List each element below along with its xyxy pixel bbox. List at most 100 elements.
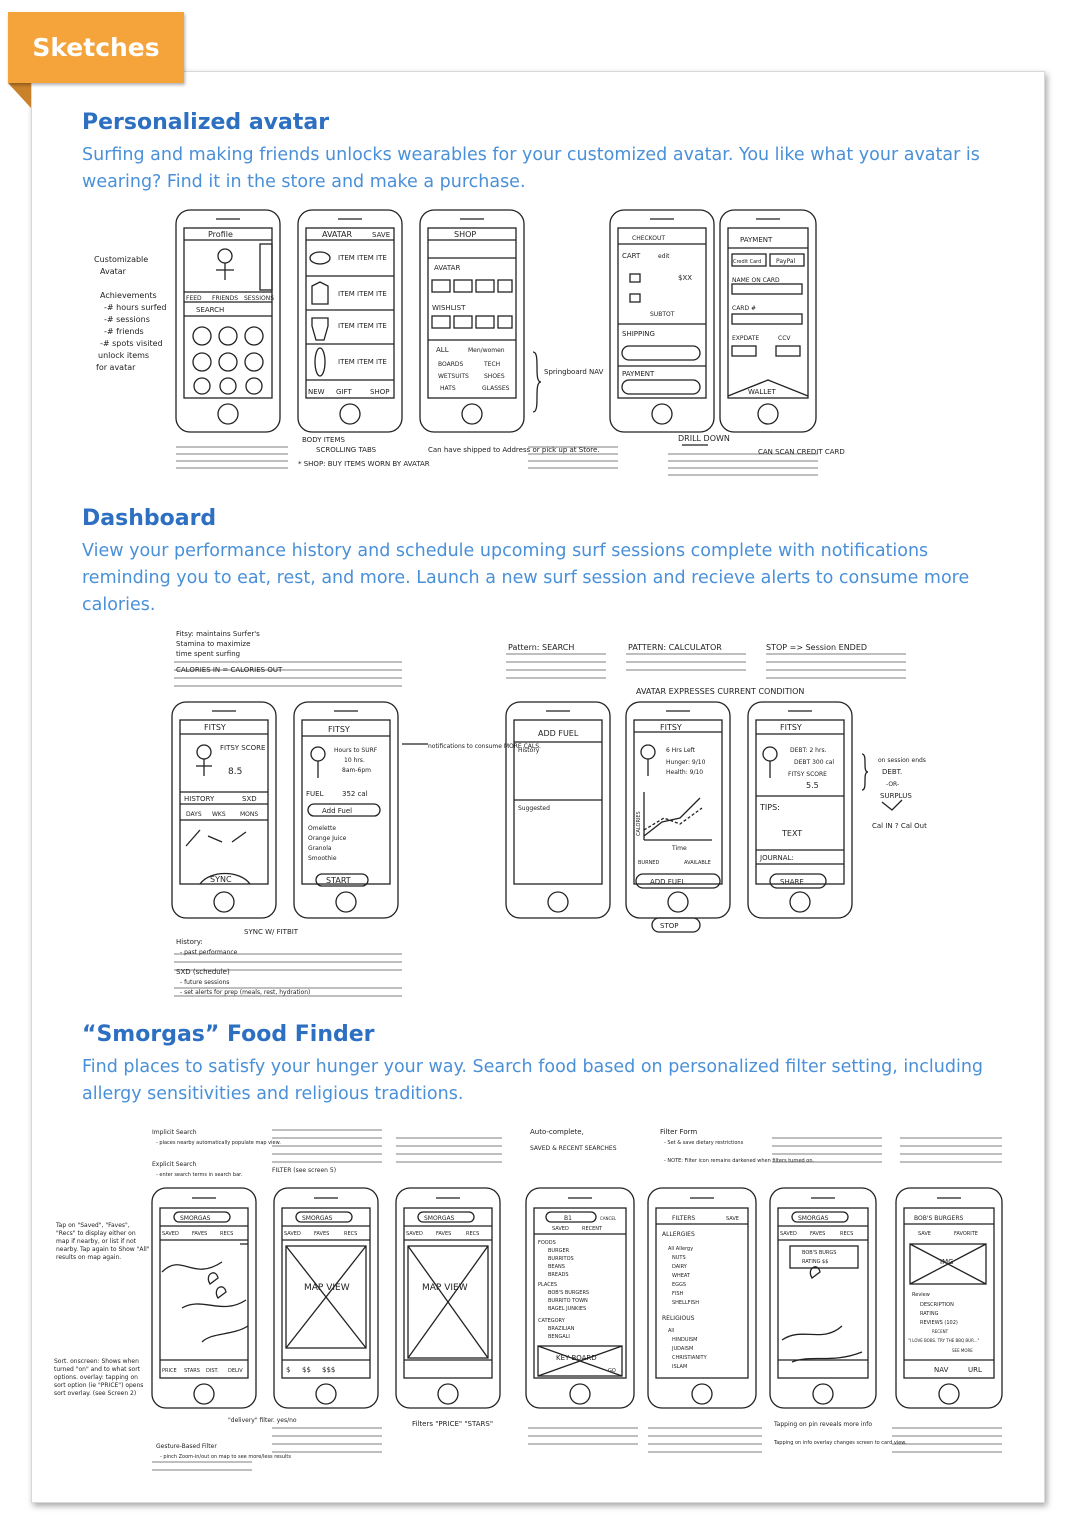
food-s5-wheat: WHEAT xyxy=(672,1273,691,1279)
dash-s2-food-3: Granola xyxy=(308,845,332,852)
food-s7-quote: "I LOVE BOBS. TRY THE BBQ BUR..." xyxy=(908,1338,980,1343)
dash-s5-score: 5.5 xyxy=(806,781,819,790)
food-s5-all: All xyxy=(668,1328,674,1334)
dash-s2-hours-label: Hours to SURF xyxy=(334,747,378,754)
dash-note-time: time spent surfing xyxy=(176,650,240,658)
payment-screen-title: PAYMENT xyxy=(740,236,773,244)
avatar-below-drill-down: DRILL DOWN xyxy=(678,434,730,443)
payment-wallet: WALLET xyxy=(748,388,777,396)
food-finder-sketch-panel: Implicit Search - places nearby automati… xyxy=(54,1128,1003,1471)
food-s4-burrito-town: BURRITO TOWN xyxy=(548,1298,588,1304)
food-note-filter-icon: - NOTE: Filter icon remains darkened whe… xyxy=(664,1158,815,1164)
avatar-note-sessions: -# sessions xyxy=(104,315,150,324)
food-s3-saved: SAVED xyxy=(406,1231,423,1237)
dash-s2-cal: 352 cal xyxy=(342,790,368,798)
food-s5-hinduism: HINDUISM xyxy=(672,1337,697,1343)
food-below-delivery: "delivery" filter. yes/no xyxy=(228,1417,297,1424)
section-desc-avatar: Surfing and making friends unlocks weara… xyxy=(82,145,980,192)
food-s1-stars: STARS xyxy=(184,1368,200,1374)
food-s5-religious: RELIGIOUS xyxy=(662,1315,695,1322)
avatar-save-btn: SAVE xyxy=(372,231,390,239)
food-s4-go: GO xyxy=(608,1368,616,1374)
dashboard-sketch-panel: Fitsy: maintains Surfer's Stamina to max… xyxy=(171,630,927,997)
dash-s1-wks: WKS xyxy=(212,811,226,818)
dash-below-history: History: xyxy=(176,938,203,946)
dash-s4-burned: BURNED xyxy=(638,860,659,866)
food-below-filters: Filters "PRICE" "STARS" xyxy=(412,1420,493,1428)
food-s2-price-3: $$$ xyxy=(322,1366,335,1374)
avatar-note-friends: -# friends xyxy=(104,327,144,336)
dash-notif-note: notifications to consume MORE CALS. xyxy=(428,743,541,750)
dash-s4-calories-axis: CALORIES xyxy=(636,811,642,836)
dash-s4-hunger: Hunger: 9/10 xyxy=(666,759,706,766)
avatar-note-unlock: unlock items xyxy=(98,351,149,360)
avatar-note-for-avatar: for avatar xyxy=(96,363,136,372)
dash-right-cal-in-out: Cal IN ? Cal Out xyxy=(872,822,927,830)
shop-label-glasses: GLASSES xyxy=(482,385,510,392)
food-s4-beans: BEANS xyxy=(548,1264,565,1270)
avatar-below-scan: CAN SCAN CREDIT CARD xyxy=(758,448,845,456)
dash-s2-start: START xyxy=(326,876,351,885)
food-s4-breads: BREADS xyxy=(548,1272,569,1278)
food-s5-filters: FILTERS xyxy=(672,1215,695,1222)
dash-s5-debt-cal: DEBT 300 cal xyxy=(794,759,834,766)
tab-fold xyxy=(8,83,31,108)
food-s3-map-view: MAP VIEW xyxy=(422,1283,468,1293)
dash-s4-health: Health: 9/10 xyxy=(666,769,703,776)
sketches-tab: Sketches xyxy=(8,12,184,83)
checkout-edit: edit xyxy=(658,253,670,260)
checkout-payment: PAYMENT xyxy=(622,370,655,378)
avatar-screen-title: AVATAR xyxy=(322,230,353,239)
food-s4-burritos: BURRITOS xyxy=(548,1256,574,1262)
dash-s2-window: 8am-6pm xyxy=(342,767,371,774)
dash-right-or: -OR- xyxy=(886,781,899,788)
dash-s3-title: ADD FUEL xyxy=(538,729,579,738)
food-s1-deliv: DELIV xyxy=(228,1368,243,1374)
food-s5-eggs: EGGS xyxy=(672,1282,686,1288)
dash-s4-hours-left: 6 Hrs Left xyxy=(666,747,696,754)
profile-search: SEARCH xyxy=(196,306,224,314)
shop-label-tech: TECH xyxy=(483,361,500,368)
food-s4-burger: BURGER xyxy=(548,1248,570,1254)
food-s5-shellfish: SHELLFISH xyxy=(672,1300,699,1306)
food-s4-bengali: BENGALI xyxy=(548,1334,570,1340)
food-s6-faves: FAVES xyxy=(810,1231,825,1237)
food-s4-foods: FOODS xyxy=(538,1240,556,1246)
food-note-explicit-desc: - enter search terms in search bar. xyxy=(156,1172,243,1178)
food-s7-see-more: SEE MORE xyxy=(952,1348,973,1353)
food-s4-bagel: BAGEL JUNKIES xyxy=(548,1306,586,1312)
food-s5-islam: ISLAM xyxy=(672,1364,687,1370)
avatar-sketch-panel: Customizable Avatar Achievements -# hour… xyxy=(94,209,845,476)
dash-session-ended: STOP => Session ENDED xyxy=(766,643,867,652)
dash-s5-text: TEXT xyxy=(781,829,802,838)
dash-s1-sxd: SXD xyxy=(242,795,257,803)
food-s4-recent: RECENT xyxy=(582,1226,603,1232)
dash-s2-food-2: Orange Juice xyxy=(308,835,347,842)
dash-s1-title: FITSY xyxy=(204,723,226,732)
dash-s5-score-label: FITSY SCORE xyxy=(788,771,827,778)
springboard-note: Springboard NAV xyxy=(544,368,604,376)
dash-below-past: - past performance xyxy=(180,949,238,956)
avatar-item-row-4: ITEM ITEM ITE xyxy=(338,358,387,366)
shop-label-all: ALL xyxy=(436,346,449,354)
food-s7-description: DESCRIPTION xyxy=(920,1302,954,1308)
food-s6-recs: RECS xyxy=(840,1231,853,1237)
avatar-below-shop: * SHOP: BUY ITEMS WORN BY AVATAR xyxy=(298,460,430,468)
shop-screen-title: SHOP xyxy=(454,230,476,239)
dash-s2-hours: 10 hrs. xyxy=(344,757,365,764)
dash-right-debt: DEBT. xyxy=(882,768,902,776)
food-s2-price-1: $ xyxy=(286,1366,290,1374)
section-title-food-finder: “Smorgas” Food Finder xyxy=(82,1022,375,1047)
dash-s1-history: HISTORY xyxy=(184,795,215,803)
dash-s1-score-label: FITSY SCORE xyxy=(220,744,265,752)
food-s2-map-view: MAP VIEW xyxy=(304,1283,350,1293)
payment-card-number: CARD # xyxy=(732,305,756,312)
food-below-tapping-pin: Tapping on pin reveals more info xyxy=(773,1421,872,1428)
food-s4-bobs: BOB'S BURGERS xyxy=(548,1290,589,1296)
food-s5-save: SAVE xyxy=(726,1216,739,1222)
avatar-below-scrolling: SCROLLING TABS xyxy=(316,446,377,454)
food-s5-fish: FISH xyxy=(672,1291,684,1297)
dash-s2-fuel: FUEL xyxy=(306,790,324,798)
food-note-tap-saved: Tap on "Saved", "Faves", "Recs" to displ… xyxy=(56,1222,150,1261)
dash-s4-stop: STOP xyxy=(660,922,678,930)
